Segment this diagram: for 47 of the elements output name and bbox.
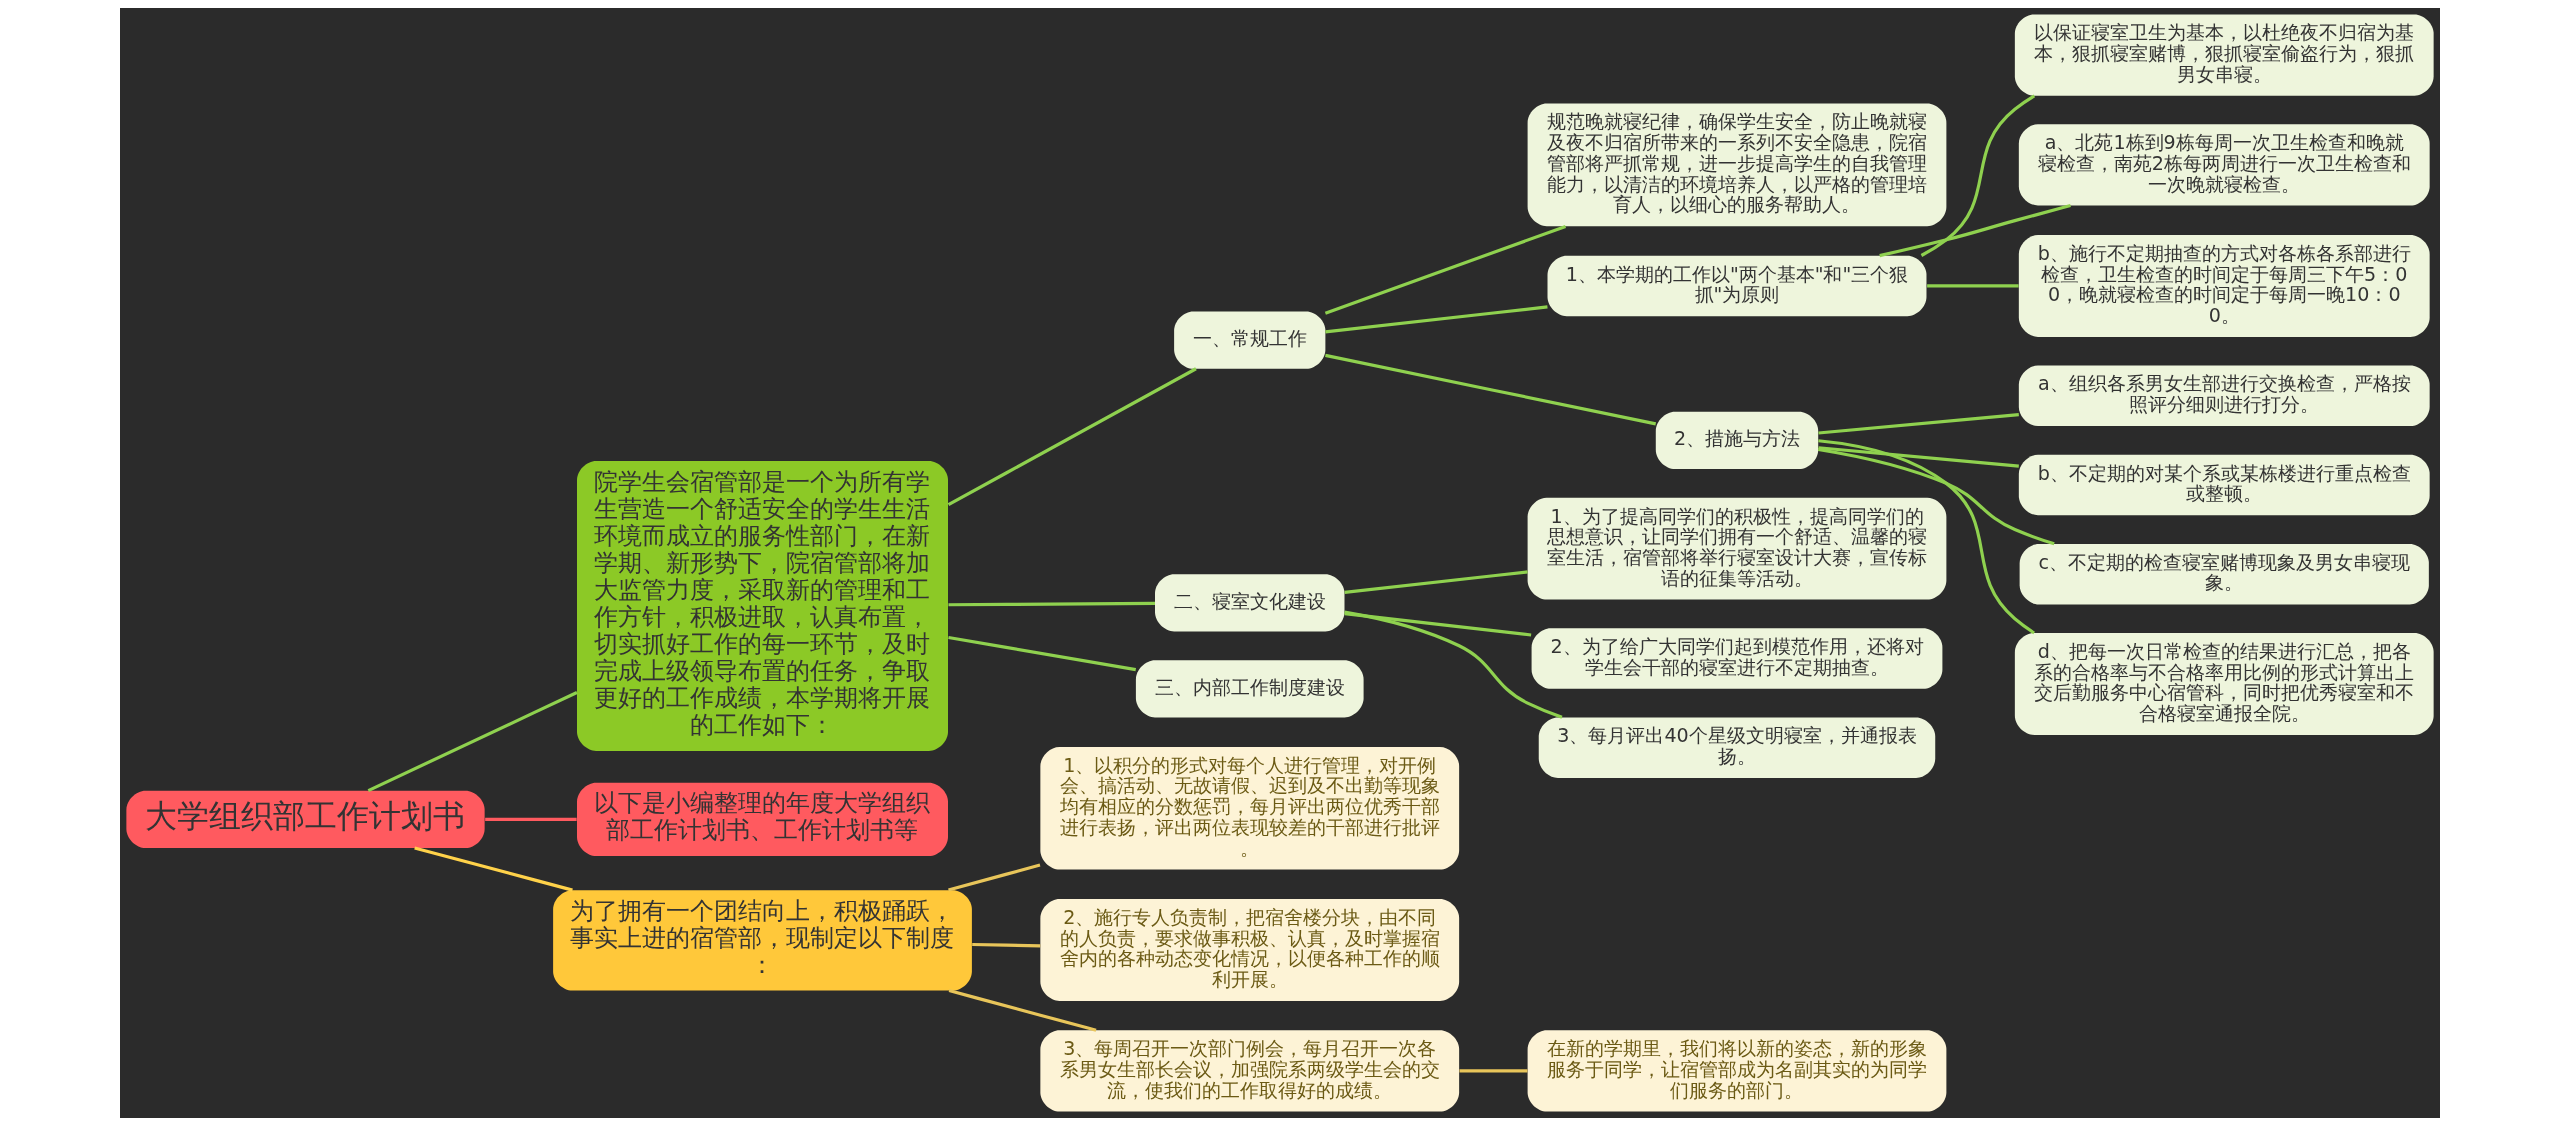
- node-box: 2、为了给广大同学们起到模范作用，还将对学生会干部的寝室进行不定期抽查。: [1531, 628, 1943, 689]
- node-box: 三、内部工作制度建设: [1135, 660, 1364, 718]
- node-box: b、施行不定期抽查的方式对各栋各系部进行检查，卫生检查的时间定于每周三下午5：00，晚就寝检查的时间定于每周一晚10：00。: [2018, 235, 2430, 337]
- connector: [1817, 447, 2055, 546]
- node-box: 1、本学期的工作以"两个基本"和"三个狠抓"为原则: [1547, 255, 1927, 317]
- connector: [1459, 1069, 1528, 1073]
- connector: [485, 817, 577, 821]
- node-box: 2、施行专人负责制，把宿舍楼分块，由不同的人负责，要求做事积极、认真，及时掌握宿舍内的各种动态变化情况，以便各种工作的顺利开展。: [1040, 899, 1460, 1001]
- connector: [1879, 204, 2071, 258]
- connector: [1344, 570, 1528, 594]
- connector: [1818, 413, 2019, 435]
- connector: [1325, 305, 1548, 334]
- node-box: 以保证寝室卫生为基本，以杜绝夜不归宿为基本，狠抓寝室赌博，狠抓寝室偷盗行为，狠抓男女串寝。: [2014, 14, 2434, 96]
- node-box: 2、措施与方法: [1655, 411, 1819, 470]
- node-box: c、不定期的检查寝室赌博现象及男女串寝现象。: [2019, 543, 2429, 605]
- connector: [948, 989, 1097, 1032]
- node-box: b、不定期的对某个系或某栋楼进行重点检查或整顿。: [2018, 454, 2430, 516]
- node-box: 为了拥有一个团结向上，积极踊跃，事实上进的宿管部，现制定以下制度：: [553, 890, 972, 991]
- connector: [1324, 224, 1567, 315]
- connector: [1325, 353, 1657, 426]
- connector: [947, 367, 1197, 507]
- connector: [972, 942, 1041, 948]
- node-box: 院学生会宿管部是一个为所有学生营造一个舒适安全的学生生活环境而成立的服务性部门，在新学期、新形势下，院宿管部将加大监管力度，采取新的管理和工作方针，积极进取，认真布置，切实抓好工作的每一环节，及时完成上级领导布置的任务，争取更好的工作成绩，本学期将开展的工作如下：: [577, 461, 948, 751]
- node-box: 3、每周召开一次部门例会，每月召开一次各系男女生部长会议，加强院系两级学生会的交流，使我们的工作取得好的成绩。: [1040, 1030, 1460, 1112]
- connector: [1344, 610, 1563, 719]
- node-box: 一、常规工作: [1174, 311, 1326, 369]
- node-box: 3、每月评出40个星级文明寝室，并通报表扬。: [1538, 717, 1936, 778]
- connector: [1818, 439, 2035, 635]
- node-box: 1、以积分的形式对每个人进行管理，对开例会、搞活动、无故请假、迟到及不出勤等现象均有相应的分数惩罚，每月评出两位优秀干部进行表扬，评出两位表现较差的干部进行批评。: [1040, 746, 1460, 870]
- connector: [414, 846, 573, 892]
- node-box: 规范晚就寝纪律，确保学生安全，防止晚就寝及夜不归宿所带来的一系列不安全隐患，院宿管部将严抓常规，进一步提高学生的自我管理能力，以清洁的环境培养人，以严格的管理培育人，以细心的服务帮助人。: [1527, 103, 1947, 227]
- node-box: 大学组织部工作计划书: [126, 790, 485, 848]
- node-box: 1、为了提高同学们的积极性，提高同学们的思想意识，让同学们拥有一个舒适、温馨的寝室生活，宿管部将举行寝室设计大赛，宣传标语的征集等活动。: [1527, 497, 1947, 600]
- connector: [367, 691, 578, 793]
- node-box: a、组织各系男女生部进行交换检查，严格按照评分细则进行打分。: [2018, 365, 2430, 427]
- connector: [1344, 612, 1532, 637]
- connector: [1920, 94, 2036, 257]
- connector: [948, 863, 1041, 892]
- node-box: a、北苑1栋到9栋每周一次卫生检查和晚就寝检查，南苑2栋每两周进行一次卫生检查和一次晚就寝检查。: [2018, 124, 2430, 206]
- node-box: 在新的学期里，我们将以新的姿态，新的形象服务于同学，让宿管部成为名副其实的为同学们服务的部门。: [1527, 1030, 1947, 1112]
- connector: [1927, 284, 2019, 288]
- connector: [948, 601, 1155, 607]
- node-box: 二、寝室文化建设: [1155, 574, 1345, 632]
- connector: [1818, 446, 2019, 468]
- connector: [948, 635, 1136, 672]
- node-box: 以下是小编整理的年度大学组织部工作计划书、工作计划书等: [577, 782, 948, 856]
- node-box: d、把每一次日常检查的结果进行汇总，把各系的合格率与不合格率用比例的形式计算出上交后勤服务中心宿管科，同时把优秀寝室和不合格寝室通报全院。: [2014, 633, 2434, 735]
